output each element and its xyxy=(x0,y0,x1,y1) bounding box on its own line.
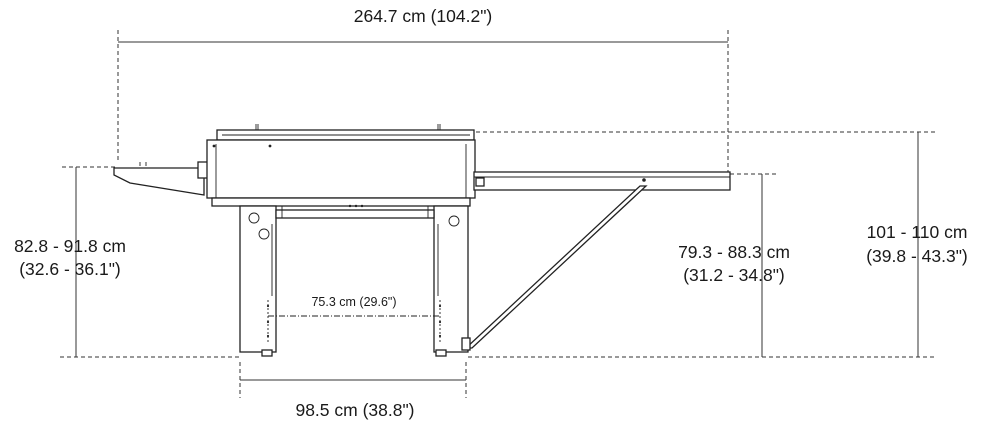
support-strut xyxy=(461,185,648,351)
outfeed-conveyor xyxy=(473,171,731,191)
leg-crossbar xyxy=(275,206,435,219)
infeed-height-cm-label: 82.8 - 91.8 cm xyxy=(14,236,126,256)
machine-drawing: 75.3 cm (29.6") xyxy=(113,124,731,357)
inner-leg-span-dimension: 75.3 cm (29.6") xyxy=(266,295,442,344)
outfeed-height-in-label: (31.2 - 34.8") xyxy=(683,265,785,285)
top-cover xyxy=(216,124,475,141)
top-height-dimension: 101 - 110 cm (39.8 - 43.3") xyxy=(476,131,968,357)
outfeed-height-dimension: 79.3 - 88.3 cm (31.2 - 34.8") xyxy=(678,173,790,357)
inner-leg-span-label: 75.3 cm (29.6") xyxy=(311,295,396,309)
infeed-height-in-label: (32.6 - 36.1") xyxy=(19,259,121,279)
infeed-tray xyxy=(113,161,209,196)
outer-leg-span-dimension: 98.5 cm (38.8") xyxy=(239,362,467,420)
infeed-height-dimension: 82.8 - 91.8 cm (32.6 - 36.1") xyxy=(14,166,126,357)
overall-length-label: 264.7 cm (104.2") xyxy=(354,6,493,26)
outer-leg-span-label: 98.5 cm (38.8") xyxy=(295,400,414,420)
right-leg xyxy=(433,205,469,357)
left-leg xyxy=(239,205,277,357)
overall-length-dimension: 264.7 cm (104.2") xyxy=(117,6,729,180)
top-height-in-label: (39.8 - 43.3") xyxy=(866,246,968,266)
outfeed-height-cm-label: 79.3 - 88.3 cm xyxy=(678,242,790,262)
top-height-cm-label: 101 - 110 cm xyxy=(867,222,968,242)
main-housing xyxy=(206,139,476,208)
